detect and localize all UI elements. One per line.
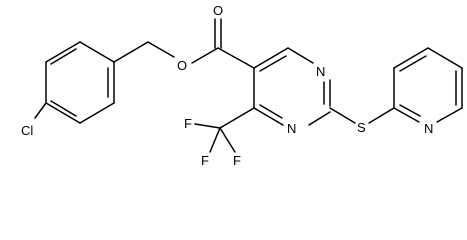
bond [45,41,81,63]
c-f-bond [219,127,236,153]
pyrimidine-nitrogen-bottom: N [287,121,296,136]
fluorine-atom-bottom-left: F [201,153,209,168]
s-c-bond [368,107,395,124]
bond [79,102,115,124]
c-s-bond [329,107,356,124]
c-f-bond [194,123,221,129]
bond [436,107,463,123]
fluorine-atom-bottom-right: F [233,153,241,168]
carbonyl-oxygen-atom: O [213,3,223,18]
bond [427,47,463,69]
pyridine-ring [393,47,463,123]
aromatic-double-bond [50,48,77,65]
bond [113,41,149,63]
aromatic-double-bond [259,55,287,72]
bond [191,47,219,64]
aromatic-double-bond [259,104,283,119]
ester-oxygen-atom: O [177,58,187,73]
fluorine-atom-left: F [184,116,192,131]
molecule-canvas: Cl O O N N S N F F F [21,3,463,168]
bond [79,41,115,63]
bond [253,107,284,126]
pyrimidine-ring [253,47,331,126]
bond [147,41,175,58]
c-cl-bond [34,102,47,119]
aromatic-double-bond [399,55,427,72]
bond [217,47,255,69]
bond [45,102,81,124]
bond [393,47,429,69]
chlorophenyl-ring [45,41,115,124]
pyridine-nitrogen-atom: N [424,121,433,136]
bond [219,107,255,129]
bond [308,111,331,126]
sulfur-atom: S [357,120,366,135]
bond [287,47,314,64]
molecule-structure: Cl O O N N S N F F F [21,3,463,168]
chlorine-atom: Cl [21,123,33,138]
pyrimidine-nitrogen-top: N [316,64,325,79]
bond [393,107,420,123]
c-f-bond [209,127,221,153]
aromatic-double-bond [399,104,421,117]
aromatic-double-bond [50,100,77,117]
atom-labels: Cl O O N N S N F F F [21,3,433,168]
bond [253,47,289,69]
